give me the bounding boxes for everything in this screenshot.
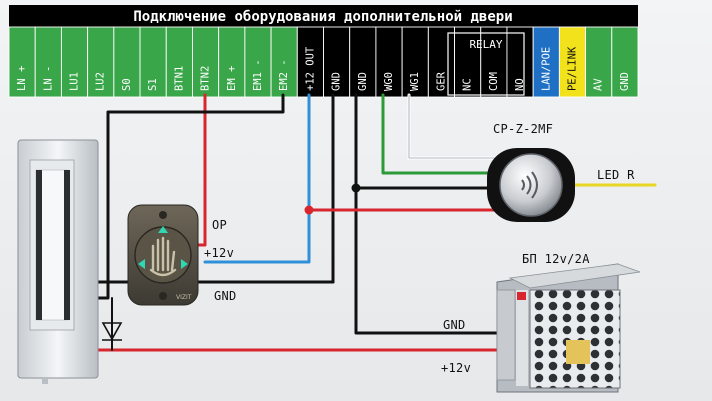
junction-black <box>351 183 361 193</box>
terminal-label: WG0 <box>383 72 395 91</box>
terminal-label: EM + <box>226 66 238 91</box>
terminal-cell <box>34 26 62 98</box>
terminal-cell <box>480 26 508 98</box>
button-gnd-label: GND <box>214 289 237 303</box>
terminal-label: LU2 <box>95 72 107 91</box>
terminal-cell <box>192 26 220 98</box>
terminal-cell <box>139 26 167 98</box>
psu-plus12-label: +12v <box>441 361 472 375</box>
terminal-label: +12 OUT <box>304 46 316 91</box>
terminal-cell <box>165 26 193 98</box>
terminal-label: GND <box>357 72 369 91</box>
wire-12v-button <box>203 93 311 264</box>
magnetic-lock <box>17 139 99 384</box>
terminal-label: LAN/POE <box>540 47 552 91</box>
reader-label: CP-Z-2MF <box>493 122 554 136</box>
terminal-label: NC <box>462 78 474 91</box>
terminal-cell <box>218 26 246 98</box>
terminal-block: Подключение оборудования дополнительной … <box>8 5 639 98</box>
terminal-cell <box>270 26 298 98</box>
arrow-left-icon <box>138 259 145 269</box>
terminal-label: BTN1 <box>173 66 185 91</box>
terminal-cell <box>244 26 272 98</box>
terminal-label: LU1 <box>69 72 81 91</box>
terminal-label: WG1 <box>409 72 421 91</box>
terminal-label: PE/LINK <box>566 46 578 91</box>
terminal-cell <box>349 26 377 98</box>
psu-gnd-label: GND <box>443 318 466 332</box>
terminal-label: GND <box>331 72 343 91</box>
exit-button: VIZIT <box>127 204 199 306</box>
terminal-strip: LN + LN - LU1 LU2 S0 S1 BTN1 BTN2 EM + EM1 - EM2 -… <box>8 26 639 98</box>
wire-wg0-green <box>381 93 497 175</box>
button-plus12-label: +12v <box>204 246 235 260</box>
terminal-cell <box>585 26 613 98</box>
terminal-label: COM <box>488 72 500 91</box>
wire-gnd-psu <box>354 186 499 335</box>
diode <box>101 322 123 341</box>
hand-icon <box>149 236 177 277</box>
wire-gnd-lock <box>215 93 335 284</box>
header-bar <box>9 5 638 27</box>
terminal-cell <box>113 26 141 98</box>
arrow-up-icon <box>158 226 168 233</box>
junction-red <box>304 205 314 215</box>
terminal-label: EM2 - <box>278 59 290 91</box>
relay-border <box>447 32 525 96</box>
psu-label: БП 12v/2A <box>522 252 590 266</box>
wire-em-black <box>90 93 285 300</box>
op-label: OP <box>212 218 228 232</box>
terminal-label: S0 <box>121 78 133 91</box>
terminal-label: BTN2 <box>200 66 212 91</box>
terminal-label: LN - <box>42 66 54 91</box>
terminal-cell <box>558 26 587 98</box>
arrow-right-icon <box>181 259 188 269</box>
terminal-cell <box>375 26 403 98</box>
terminal-cell <box>323 26 351 98</box>
led-r-label: LED R <box>597 168 635 182</box>
contactless-icon <box>521 171 538 199</box>
terminal-cell <box>611 26 639 98</box>
terminal-label: NO <box>514 78 526 91</box>
terminal-cell <box>454 26 482 98</box>
terminal-label: GER <box>435 71 447 91</box>
terminal-label: EM1 - <box>252 59 264 91</box>
card-reader <box>487 148 575 222</box>
terminal-label: AV <box>593 78 605 91</box>
relay-label: RELAY <box>469 38 502 51</box>
button-brand: VIZIT <box>176 294 192 301</box>
terminal-cell <box>296 26 324 98</box>
terminal-label: S1 <box>147 78 159 91</box>
header-title: Подключение оборудования дополнительной … <box>133 9 512 25</box>
wire-wg1-white-outline <box>408 94 511 159</box>
terminal-label: LN + <box>16 66 28 91</box>
power-supply <box>496 263 641 393</box>
terminal-label: GND <box>619 72 631 91</box>
